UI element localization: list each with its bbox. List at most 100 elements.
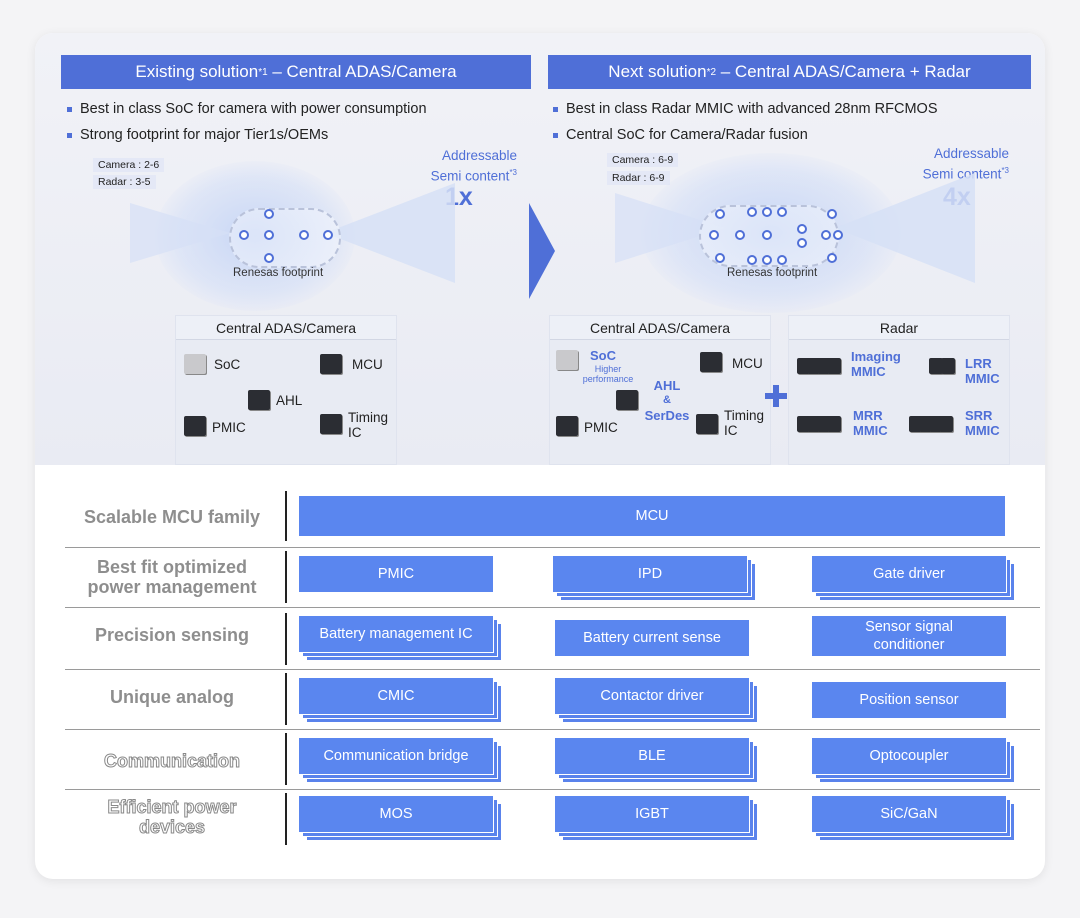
existing-title-sup: *1 <box>258 66 268 78</box>
product-label: IGBT <box>554 795 750 833</box>
lrr-mmic-label: LRR MMIC <box>965 356 1000 386</box>
mmic-chip-icon <box>939 416 953 432</box>
sensor-ring <box>239 230 249 240</box>
product-label: IPD <box>552 555 748 593</box>
mcu-label: MCU <box>732 356 763 371</box>
product-label: CMIC <box>298 677 494 715</box>
addressable-line: Addressable <box>933 146 1009 161</box>
addressable-sup: *3 <box>1001 166 1009 175</box>
panel-title: Central ADAS/Camera <box>176 316 396 340</box>
soc-chip-icon <box>184 354 206 374</box>
product-box-igbt: IGBT <box>554 795 758 841</box>
soc-note-line: performance <box>582 374 634 384</box>
existing-bullet: Strong footprint for major Tier1s/OEMs <box>67 127 328 143</box>
soc-note: Higher performance <box>578 364 638 384</box>
product-label: SiC/GaN <box>811 795 1007 833</box>
panel-title: Central ADAS/Camera <box>550 316 770 340</box>
pmic-chip-icon <box>556 416 578 436</box>
sensor-ring <box>735 230 745 240</box>
row-divider <box>65 789 1040 790</box>
product-box-cmic: CMIC <box>298 677 502 723</box>
row-label-line: Efficient power <box>107 797 237 818</box>
row-label-communication: Communication <box>103 751 240 772</box>
addressable-sup: *3 <box>509 168 517 177</box>
timing-ic-label: Timing IC <box>724 408 764 438</box>
row-label-precision-sensing: Precision sensing <box>94 625 250 645</box>
soc-chip-icon <box>556 350 578 370</box>
srr-mmic-label: SRR MMIC <box>965 408 1000 438</box>
row-divider <box>65 669 1040 670</box>
timing-ic-chip-icon <box>320 414 342 434</box>
product-label: MCU <box>298 495 1006 537</box>
pmic-chip-icon <box>184 416 206 436</box>
product-box-communication-bridge: Communication bridge <box>298 737 502 783</box>
timing-line: Timing <box>348 410 389 425</box>
product-box-ble: BLE <box>554 737 758 783</box>
product-box-mcu: MCU <box>298 495 1006 537</box>
product-box-position-sensor: Position sensor <box>811 681 1007 719</box>
sensor-ring <box>777 207 787 217</box>
central-adas-camera-panel: Central ADAS/Camera SoC MCU AHL PMIC Tim… <box>175 315 397 465</box>
product-box-optocoupler: Optocoupler <box>811 737 1015 783</box>
row-label-line: power management <box>87 577 257 597</box>
soc-label: SoC <box>214 357 241 372</box>
bullet-marker <box>67 132 72 138</box>
product-label: Sensor signal conditioner <box>811 615 1007 657</box>
timing-line: Timing <box>724 408 765 423</box>
addressable-line: Semi content <box>430 168 510 184</box>
sensor-ring <box>323 230 333 240</box>
product-box-sic-gan: SiC/GaN <box>811 795 1015 841</box>
vertical-divider <box>285 793 287 845</box>
next-title-sup: *2 <box>706 66 717 78</box>
product-label: Gate driver <box>811 555 1007 593</box>
next-title: Next solution <box>608 62 707 81</box>
ahl-line: SerDes <box>644 408 690 423</box>
bullet-marker <box>553 106 558 112</box>
sensor-ring <box>715 209 725 219</box>
imaging-mmic-label: Imaging MMIC <box>851 349 901 379</box>
mcu-label: MCU <box>352 357 383 372</box>
bullet-text: Best in class SoC for camera with power … <box>80 101 427 117</box>
vertical-divider <box>285 733 287 785</box>
ahl-serdes-label: AHL & SerDes <box>642 378 692 423</box>
product-label: Optocoupler <box>811 737 1007 775</box>
mmic-chip-icon <box>941 358 955 374</box>
ahl-chip-icon <box>616 390 638 410</box>
product-box-battery-current-sense: Battery current sense <box>554 619 750 657</box>
ahl-line: & <box>663 394 671 406</box>
sensor-ring <box>762 255 772 265</box>
ahl-label: AHL <box>276 393 303 408</box>
central-adas-camera-panel: Central ADAS/Camera SoC Higher performan… <box>549 315 771 465</box>
row-label-line: Best fit optimized <box>96 557 247 577</box>
sensor-ring <box>827 253 837 263</box>
addressable-line: Addressable <box>441 148 517 163</box>
rear-sensor-cone <box>130 203 230 263</box>
radar-panel: Radar Imaging MMIC LRR MMIC MRR MMIC <box>788 315 1010 465</box>
product-label: MOS <box>298 795 494 833</box>
radar-line: LRR <box>965 356 992 371</box>
existing-bullet: Best in class SoC for camera with power … <box>67 101 427 117</box>
radar-line: MMIC <box>965 371 1000 386</box>
product-label: Contactor driver <box>554 677 750 715</box>
next-bullet: Central SoC for Camera/Radar fusion <box>553 127 808 143</box>
vertical-divider <box>285 551 287 603</box>
vertical-divider <box>285 673 287 725</box>
product-box-ipd: IPD <box>552 555 756 601</box>
front-sensor-cone <box>835 173 975 283</box>
radar-panel-title: Radar <box>789 316 1009 340</box>
row-label-power-management: Best fit optimized power management <box>67 557 277 597</box>
front-sensor-cone <box>325 183 455 283</box>
mcu-chip-icon <box>320 354 342 374</box>
product-label: Battery current sense <box>554 619 750 657</box>
existing-solution-header: Existing solution*1 – Central ADAS/Camer… <box>61 55 531 89</box>
bullet-marker <box>553 132 558 138</box>
next-title-rest: – Central ADAS/Camera + Radar <box>716 62 971 81</box>
radar-count-tag: Radar : 6-9 <box>607 171 670 185</box>
plus-icon <box>765 385 787 407</box>
product-label: Battery management IC <box>298 615 494 653</box>
product-box-battery-management-ic: Battery management IC <box>298 615 502 661</box>
existing-title-rest: – Central ADAS/Camera <box>267 62 457 81</box>
sensor-ring <box>747 255 757 265</box>
row-label-unique-analog: Unique analog <box>109 687 234 707</box>
addressable-line: Semi content <box>922 166 1002 182</box>
